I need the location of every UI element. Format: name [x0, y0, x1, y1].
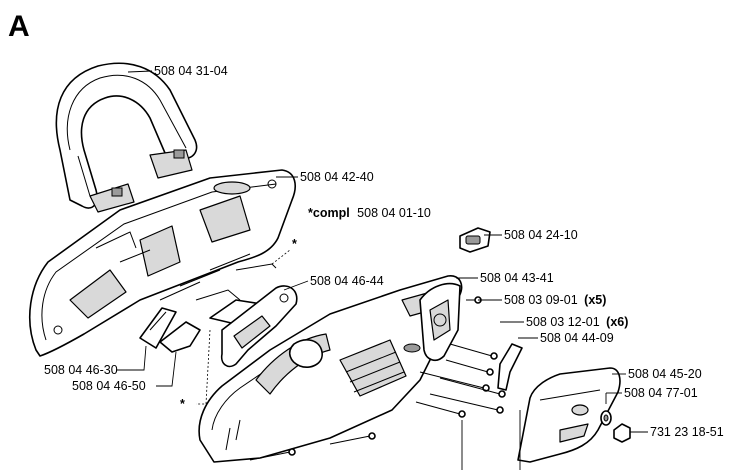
part-label-508-04-43-41: 508 04 43-41 [480, 271, 554, 285]
chain-cover-part [517, 367, 621, 463]
part-label-508-04-45-20: 508 04 45-20 [628, 367, 702, 381]
part-label-508-04-42-40: 508 04 42-40 [300, 170, 374, 184]
leader-lines [116, 70, 648, 470]
assembly-label: *compl 508 04 01-10 [308, 206, 431, 220]
part-label-508-04-31-04: 508 04 31-04 [154, 64, 228, 78]
part-number-508-03-12-01: 508 03 12-01 [526, 315, 600, 329]
part-label-508-04-46-44: 508 04 46-44 [310, 274, 384, 288]
part-label-731-23-18-51: 731 23 18-51 [650, 425, 724, 439]
part-label-508-04-24-10: 508 04 24-10 [504, 228, 578, 242]
throttle-lever-part [220, 285, 298, 368]
left-cover-part [29, 169, 296, 357]
front-handle-part [55, 62, 198, 213]
part-label-508-03-09-01: 508 03 09-01 (x5) [504, 293, 606, 307]
quantity-x5: (x5) [584, 293, 606, 307]
assembly-prefix: *compl [308, 206, 350, 220]
side-plate-part [419, 282, 461, 362]
part-label-508-04-46-30: 508 04 46-30 [44, 363, 118, 377]
small-lever-parts [139, 307, 201, 353]
cap-part [459, 227, 491, 253]
part-label-508-03-12-01: 508 03 12-01 (x6) [526, 315, 628, 329]
screws [249, 296, 506, 461]
part-number-508-03-09-01: 508 03 09-01 [504, 293, 578, 307]
part-label-508-04-44-09: 508 04 44-09 [540, 331, 614, 345]
section-letter: A [8, 10, 30, 43]
part-label-508-04-77-01: 508 04 77-01 [624, 386, 698, 400]
spring-clip-part [497, 343, 523, 391]
part-label-508-04-46-50: 508 04 46-50 [72, 379, 146, 393]
washer-nut-parts [600, 410, 631, 443]
asterisk-marker-lower: * [180, 397, 185, 411]
quantity-x6: (x6) [606, 315, 628, 329]
assembly-number: 508 04 01-10 [357, 206, 431, 220]
asterisk-marker-upper: * [292, 237, 297, 251]
